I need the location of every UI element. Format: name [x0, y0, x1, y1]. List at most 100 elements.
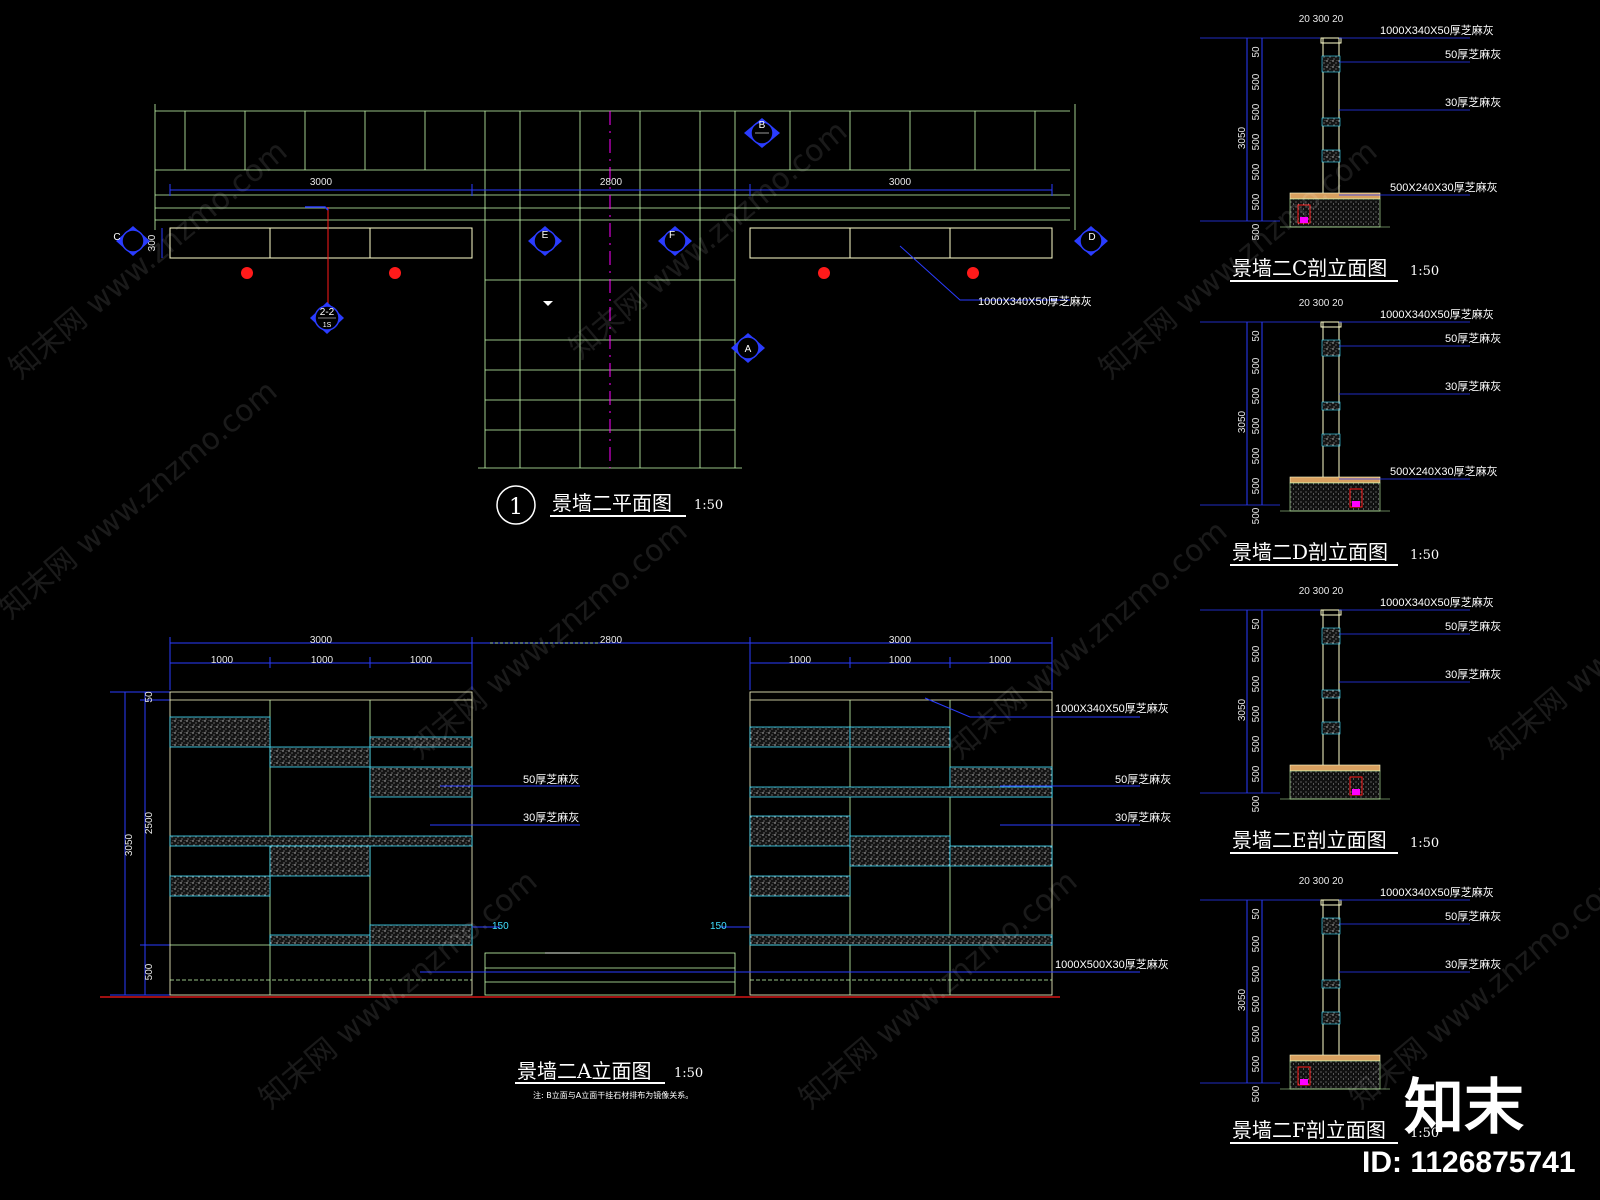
svg-text:C: C	[113, 232, 120, 243]
plan-scale: 1:50	[694, 498, 723, 513]
section-2: 20 300 205050050050050050050030501000X34…	[1200, 298, 1501, 566]
elev-stone30-right: 30厚芝麻灰	[1115, 810, 1171, 824]
elev-dim-top-2: 2800	[600, 635, 623, 646]
elev-dim-lines	[110, 637, 1053, 996]
section-label: 30厚芝麻灰	[1445, 667, 1501, 681]
section-label: 50厚芝麻灰	[1445, 331, 1501, 345]
plan-wall-right	[749, 227, 1053, 259]
section-4: 20 300 205050050050050050050030501000X34…	[1200, 876, 1501, 1144]
section-dim: 50	[1251, 330, 1262, 342]
section-dim: 500	[1251, 193, 1262, 210]
section-dim: 500	[1251, 507, 1262, 524]
svg-text:D: D	[1088, 232, 1095, 243]
plan-cap-label: 1000X340X50厚芝麻灰	[978, 294, 1092, 308]
section-dim: 50	[1251, 46, 1262, 58]
section-top-dims: 20 300 20	[1299, 14, 1344, 25]
elev-steps	[484, 952, 736, 996]
section-dim: 500	[1251, 705, 1262, 722]
elev-dim-sub-5: 1000	[889, 655, 912, 666]
section-label: 1000X340X50厚芝麻灰	[1380, 23, 1494, 37]
section-dim: 50	[1251, 618, 1262, 630]
elev-dim-top-1: 3000	[310, 635, 333, 646]
section-dim: 500	[1251, 73, 1262, 90]
svg-text:A: A	[745, 344, 752, 355]
svg-text:E: E	[542, 230, 549, 241]
elev-dim-sub-2: 1000	[311, 655, 334, 666]
section-scale: 1:50	[1410, 836, 1439, 851]
section-mark-d: D	[1074, 226, 1108, 256]
section-1: 20 300 205050050050050050050030501000X34…	[1200, 14, 1501, 282]
section-dim: 500	[1251, 995, 1262, 1012]
plan-thickness: 300	[147, 234, 158, 251]
section-dim: 500	[1251, 1025, 1262, 1042]
elev-dim-left-2: 2500	[144, 811, 155, 834]
section-title: 景墙二E剖立面图	[1232, 828, 1387, 852]
svg-text:知末网 www.znzmo.com: 知末网 www.znzmo.com	[0, 374, 284, 626]
section-label: 500X240X30厚芝麻灰	[1390, 180, 1498, 194]
elev-dim-sub-4: 1000	[789, 655, 812, 666]
section-mark-f: F	[658, 226, 692, 256]
section-dim: 500	[1251, 447, 1262, 464]
section-dim: 500	[1251, 387, 1262, 404]
elevation-a: 3000 2800 3000 1000 1000 1000 1000 1000 …	[100, 635, 1171, 1100]
section-dim: 500	[1251, 1055, 1262, 1072]
elev-dim-left-1: 50	[144, 691, 155, 703]
elev-base-label: 1000X500X30厚芝麻灰	[1055, 957, 1169, 971]
plan-title: 景墙二平面图	[552, 491, 672, 515]
plan-wall-left	[169, 227, 473, 259]
elev-cap-label: 1000X340X50厚芝麻灰	[1055, 701, 1169, 715]
section-total: 3050	[1237, 698, 1248, 721]
section-total: 3050	[1237, 410, 1248, 433]
section-total: 3050	[1237, 988, 1248, 1011]
section-dim: 500	[1251, 1085, 1262, 1102]
svg-text:2-2: 2-2	[320, 307, 335, 318]
plan-lights	[241, 267, 979, 279]
svg-text:知末网 www.znzmo.com: 知末网 www.znzmo.com	[403, 514, 694, 766]
section-dim: 500	[1251, 765, 1262, 782]
svg-text:B: B	[759, 120, 766, 131]
svg-text:知末网 www.znzmo.com: 知末网 www.znzmo.com	[253, 864, 544, 1116]
section-dim: 500	[1251, 965, 1262, 982]
section-column: 20 300 205050050050050050050030501000X34…	[1200, 14, 1501, 1144]
svg-text:知末网 www.znzmo.com: 知末网 www.znzmo.com	[1483, 514, 1600, 766]
section-dim: 500	[1251, 223, 1262, 240]
section-label: 50厚芝麻灰	[1445, 47, 1501, 61]
elev-dim-sub-6: 1000	[989, 655, 1012, 666]
plan-number: 1	[509, 495, 523, 520]
section-dim: 500	[1251, 935, 1262, 952]
section-top-dims: 20 300 20	[1299, 876, 1344, 887]
elev-stone50-left: 50厚芝麻灰	[523, 772, 579, 786]
plan-dim-3: 3000	[889, 177, 912, 188]
section-scale: 1:50	[1410, 1126, 1439, 1141]
section-title: 景墙二C剖立面图	[1232, 256, 1387, 280]
section-mark-e: E	[528, 226, 562, 256]
section-mark-a: A	[731, 333, 765, 363]
section-label: 50厚芝麻灰	[1445, 909, 1501, 923]
elev-step-left: 150	[492, 921, 509, 932]
brand-logo: 知末	[1404, 1073, 1524, 1143]
section-dim: 500	[1251, 103, 1262, 120]
elev-note: 注: B立面与A立面干挂石材排布为镜像关系。	[533, 1090, 693, 1100]
svg-text:F: F	[669, 230, 675, 241]
elev-leaders	[420, 697, 1140, 973]
elev-total-height: 3050	[124, 833, 135, 856]
section-dim: 500	[1251, 417, 1262, 434]
section-label: 1000X340X50厚芝麻灰	[1380, 595, 1494, 609]
section-label: 30厚芝麻灰	[1445, 379, 1501, 393]
elev-dim-top-3: 3000	[889, 635, 912, 646]
plan-dim-2: 2800	[600, 177, 623, 188]
section-title: 景墙二D剖立面图	[1232, 540, 1388, 564]
section-top-dims: 20 300 20	[1299, 586, 1344, 597]
section-total: 3050	[1237, 126, 1248, 149]
plan-dim-lines	[161, 184, 1053, 258]
elev-dim-sub-1: 1000	[211, 655, 234, 666]
section-dim: 500	[1251, 645, 1262, 662]
section-mark-c: C	[113, 226, 150, 256]
elev-scale: 1:50	[674, 1066, 703, 1081]
elev-dim-sub-3: 1000	[410, 655, 433, 666]
section-scale: 1:50	[1410, 548, 1439, 563]
elev-title: 景墙二A立面图	[517, 1059, 651, 1083]
section-dim: 500	[1251, 357, 1262, 374]
elev-stone50-right: 50厚芝麻灰	[1115, 772, 1171, 786]
section-label: 500X240X30厚芝麻灰	[1390, 464, 1498, 478]
